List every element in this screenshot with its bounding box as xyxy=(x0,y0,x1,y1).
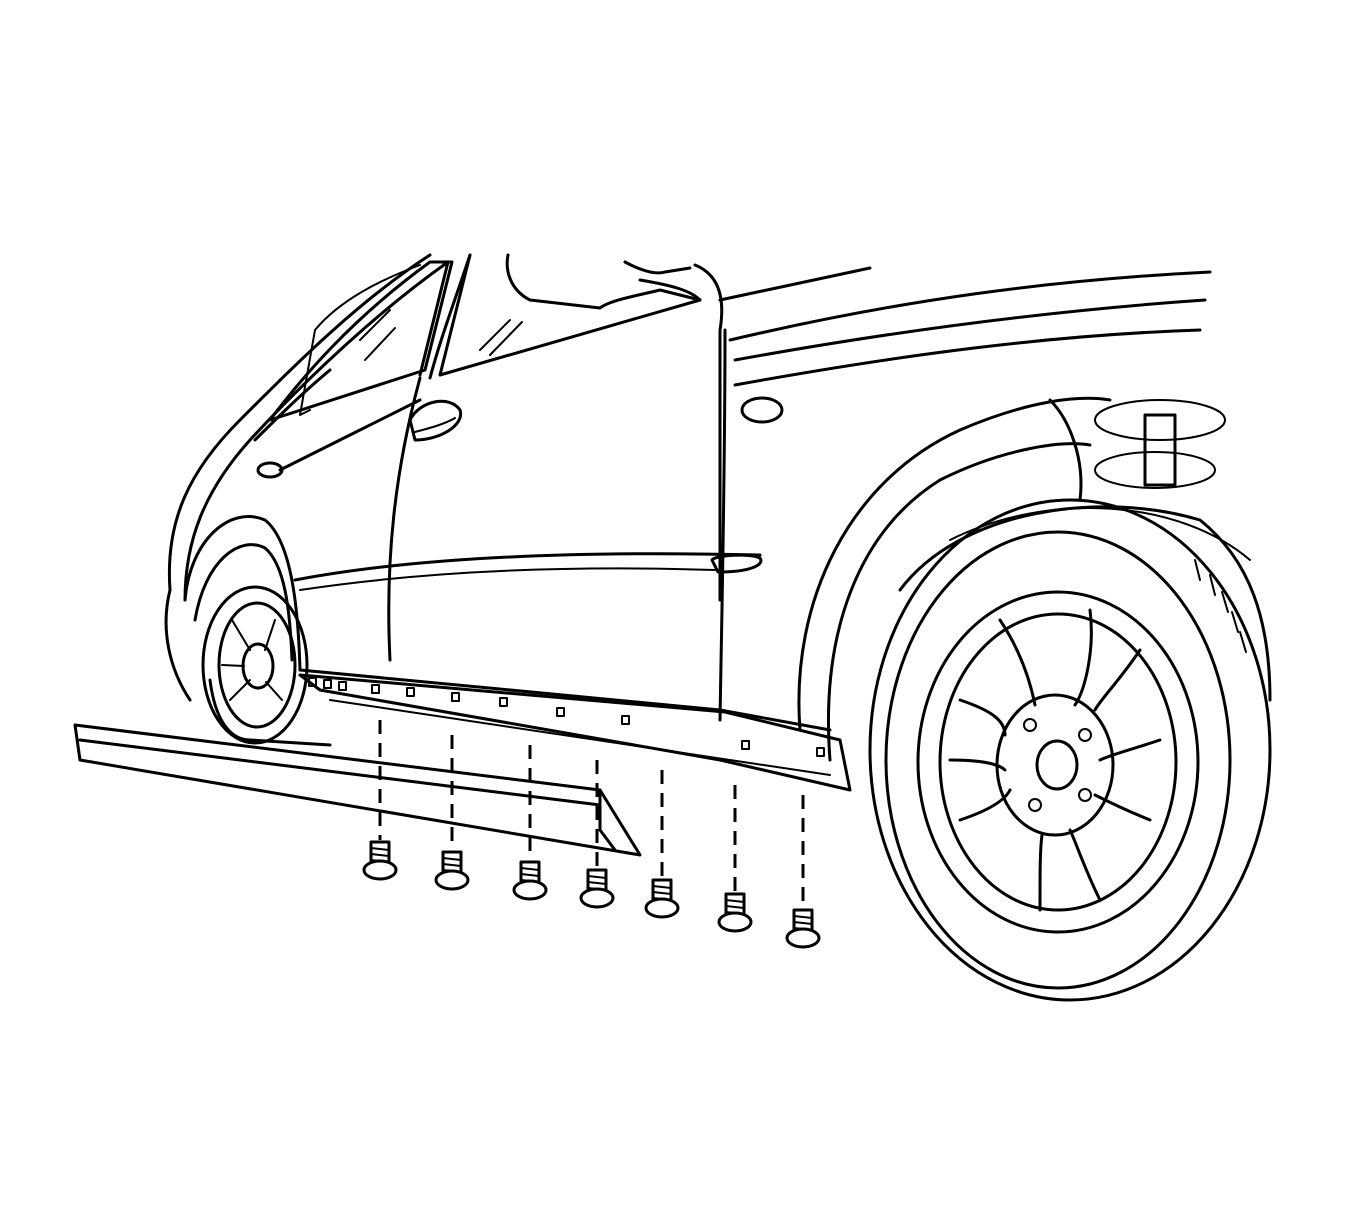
fastener xyxy=(644,770,680,919)
rocker-molding xyxy=(73,723,642,857)
fastener-head xyxy=(579,887,615,909)
fastener xyxy=(579,760,615,909)
fastener-head xyxy=(362,859,398,881)
mounting-hole xyxy=(556,707,565,717)
fastener-head xyxy=(644,897,680,919)
mounting-hole xyxy=(499,697,508,707)
mounting-hole xyxy=(323,679,332,689)
fastener xyxy=(362,720,398,881)
fastener xyxy=(717,785,753,933)
mounting-hole xyxy=(741,740,750,750)
rocker-flange xyxy=(298,673,852,792)
fastener-head xyxy=(512,879,548,901)
fastener-head xyxy=(434,869,470,891)
rear-wheel xyxy=(868,498,1272,1002)
fastener xyxy=(434,735,470,891)
mounting-hole xyxy=(406,687,415,697)
mounting-hole xyxy=(371,684,380,694)
mounting-hole xyxy=(308,677,317,687)
mounting-hole xyxy=(338,681,347,691)
fastener-head xyxy=(717,911,753,933)
fastener-group xyxy=(362,720,821,949)
mounting-hole xyxy=(621,715,630,725)
mounting-hole xyxy=(816,747,825,757)
mounting-hole xyxy=(451,692,460,702)
vehicle-body xyxy=(164,253,1226,762)
front-wheel xyxy=(201,585,332,747)
fastener xyxy=(512,745,548,901)
fastener xyxy=(785,795,821,949)
fastener-head xyxy=(785,927,821,949)
